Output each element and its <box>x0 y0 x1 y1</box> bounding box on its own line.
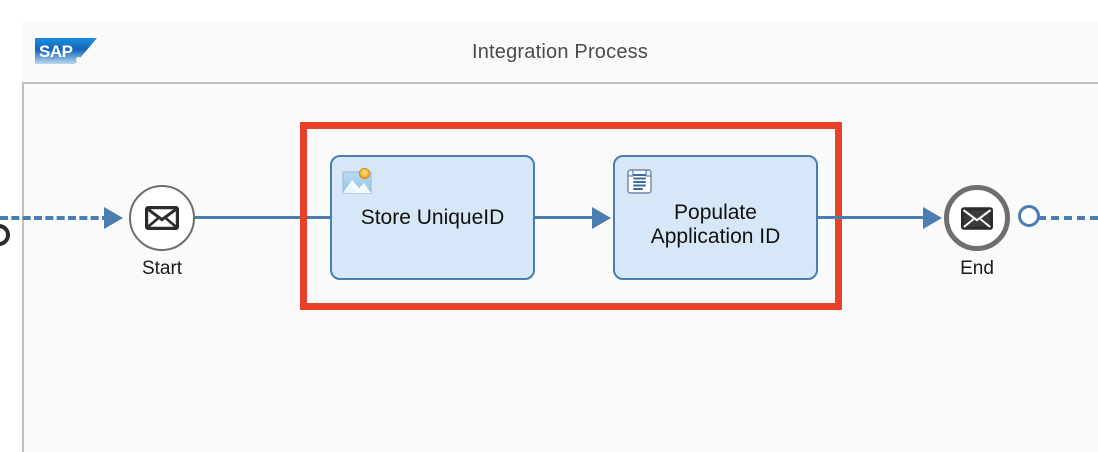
end-event-connector-dot <box>1018 205 1040 227</box>
integration-process-pool <box>22 22 1098 452</box>
end-event[interactable] <box>944 185 1010 251</box>
connector-outgoing-dashed <box>1038 216 1098 220</box>
end-event-label: End <box>960 258 994 279</box>
arrowhead-incoming-icon <box>104 207 123 229</box>
task-store-uniqueid[interactable]: Store UniqueID <box>330 155 535 280</box>
pool-header-band <box>22 22 1098 84</box>
sap-logo-icon: SAP <box>35 38 97 64</box>
task-populate-application-id[interactable]: Populate Application ID <box>613 155 818 280</box>
connector-store-to-populate <box>535 216 595 219</box>
arrowhead-store-to-populate-icon <box>592 207 611 229</box>
svg-text:SAP: SAP <box>39 42 73 61</box>
task-populate-application-id-label: Populate Application ID <box>650 200 781 248</box>
envelope-icon <box>961 206 993 230</box>
connector-populate-to-end <box>818 216 926 219</box>
start-event-label: Start <box>141 258 183 279</box>
connector-start-to-store-uniqueid <box>195 216 333 219</box>
script-document-icon <box>625 165 659 199</box>
connector-incoming-dashed <box>0 216 110 220</box>
pool-title: Integration Process <box>471 41 649 63</box>
offscreen-node-fragment <box>0 224 10 246</box>
envelope-icon <box>145 206 179 230</box>
arrowhead-populate-to-end-icon <box>923 207 942 229</box>
content-modifier-icon <box>342 165 376 199</box>
task-store-uniqueid-label: Store UniqueID <box>360 205 505 229</box>
start-event[interactable] <box>129 185 195 251</box>
